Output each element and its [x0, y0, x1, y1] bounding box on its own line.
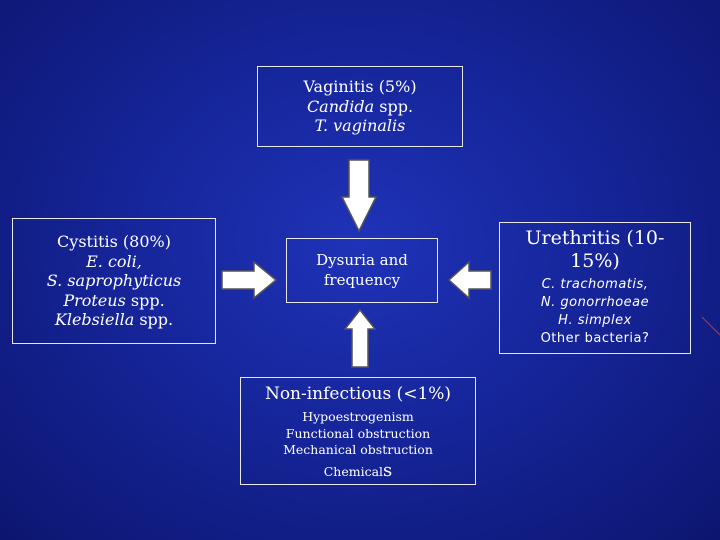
dysuria-line2: frequency: [323, 270, 401, 289]
urethritis-line4: Other bacteria?: [540, 331, 650, 347]
urethritis-box: Urethritis (10- 15%) C. trachomatis, N. …: [499, 222, 691, 354]
urethritis-title: Urethritis (10- 15%): [526, 227, 665, 273]
vaginitis-spp: spp.: [374, 96, 414, 116]
cystitis-line2: S. saprophyticus: [46, 271, 182, 291]
arrow-up: [343, 308, 377, 368]
urethritis-title-line2: 15%): [570, 250, 620, 273]
noninfectious-line3: Mechanical obstruction: [283, 442, 433, 458]
cystitis-klebsiella: Klebsiella: [54, 310, 135, 330]
urethritis-line2: N. gonorrhoeae: [540, 295, 650, 311]
noninfectious-line2: Functional obstruction: [285, 425, 431, 441]
vaginitis-line1: Candida spp.: [307, 97, 413, 117]
urethritis-line1: C. trachomatis,: [541, 276, 649, 292]
noninfectious-line4: Chemicals: [324, 459, 393, 483]
dysuria-box: Dysuria and frequency: [286, 238, 438, 303]
cystitis-line3: Proteus spp.: [63, 291, 164, 311]
urethritis-line3: H. simplex: [558, 313, 632, 329]
noninfectious-box: Non-infectious (<1%) Hypoestrogenism Fun…: [240, 377, 476, 485]
vaginitis-title: Vaginitis (5%): [303, 77, 417, 97]
decorative-line: [701, 316, 720, 336]
cystitis-klebsiella-spp: spp.: [134, 310, 174, 330]
dysuria-line1: Dysuria and: [316, 251, 408, 269]
urethritis-title-line1: Urethritis (10-: [525, 227, 665, 250]
arrow-left: [447, 260, 492, 300]
cystitis-line4: Klebsiella spp.: [55, 310, 173, 330]
cystitis-title: Cystitis (80%): [57, 232, 171, 252]
vaginitis-candida: Candida: [306, 96, 375, 116]
vaginitis-line2: T. vaginalis: [314, 116, 406, 136]
cystitis-proteus: Proteus: [63, 290, 126, 310]
vaginitis-box: Vaginitis (5%) Candida spp. T. vaginalis: [257, 66, 463, 147]
noninfectious-title: Non-infectious (<1%): [264, 384, 452, 404]
cystitis-box: Cystitis (80%) E. coli, S. saprophyticus…: [12, 218, 216, 344]
cystitis-line1: E. coli,: [86, 251, 142, 271]
arrow-right: [221, 260, 278, 300]
cystitis-proteus-spp: spp.: [125, 290, 165, 310]
arrow-down: [340, 159, 378, 233]
noninfectious-chemical-s: s: [383, 460, 393, 482]
noninfectious-line1: Hypoestrogenism: [302, 408, 414, 424]
noninfectious-chemical: Chemical: [323, 464, 384, 480]
